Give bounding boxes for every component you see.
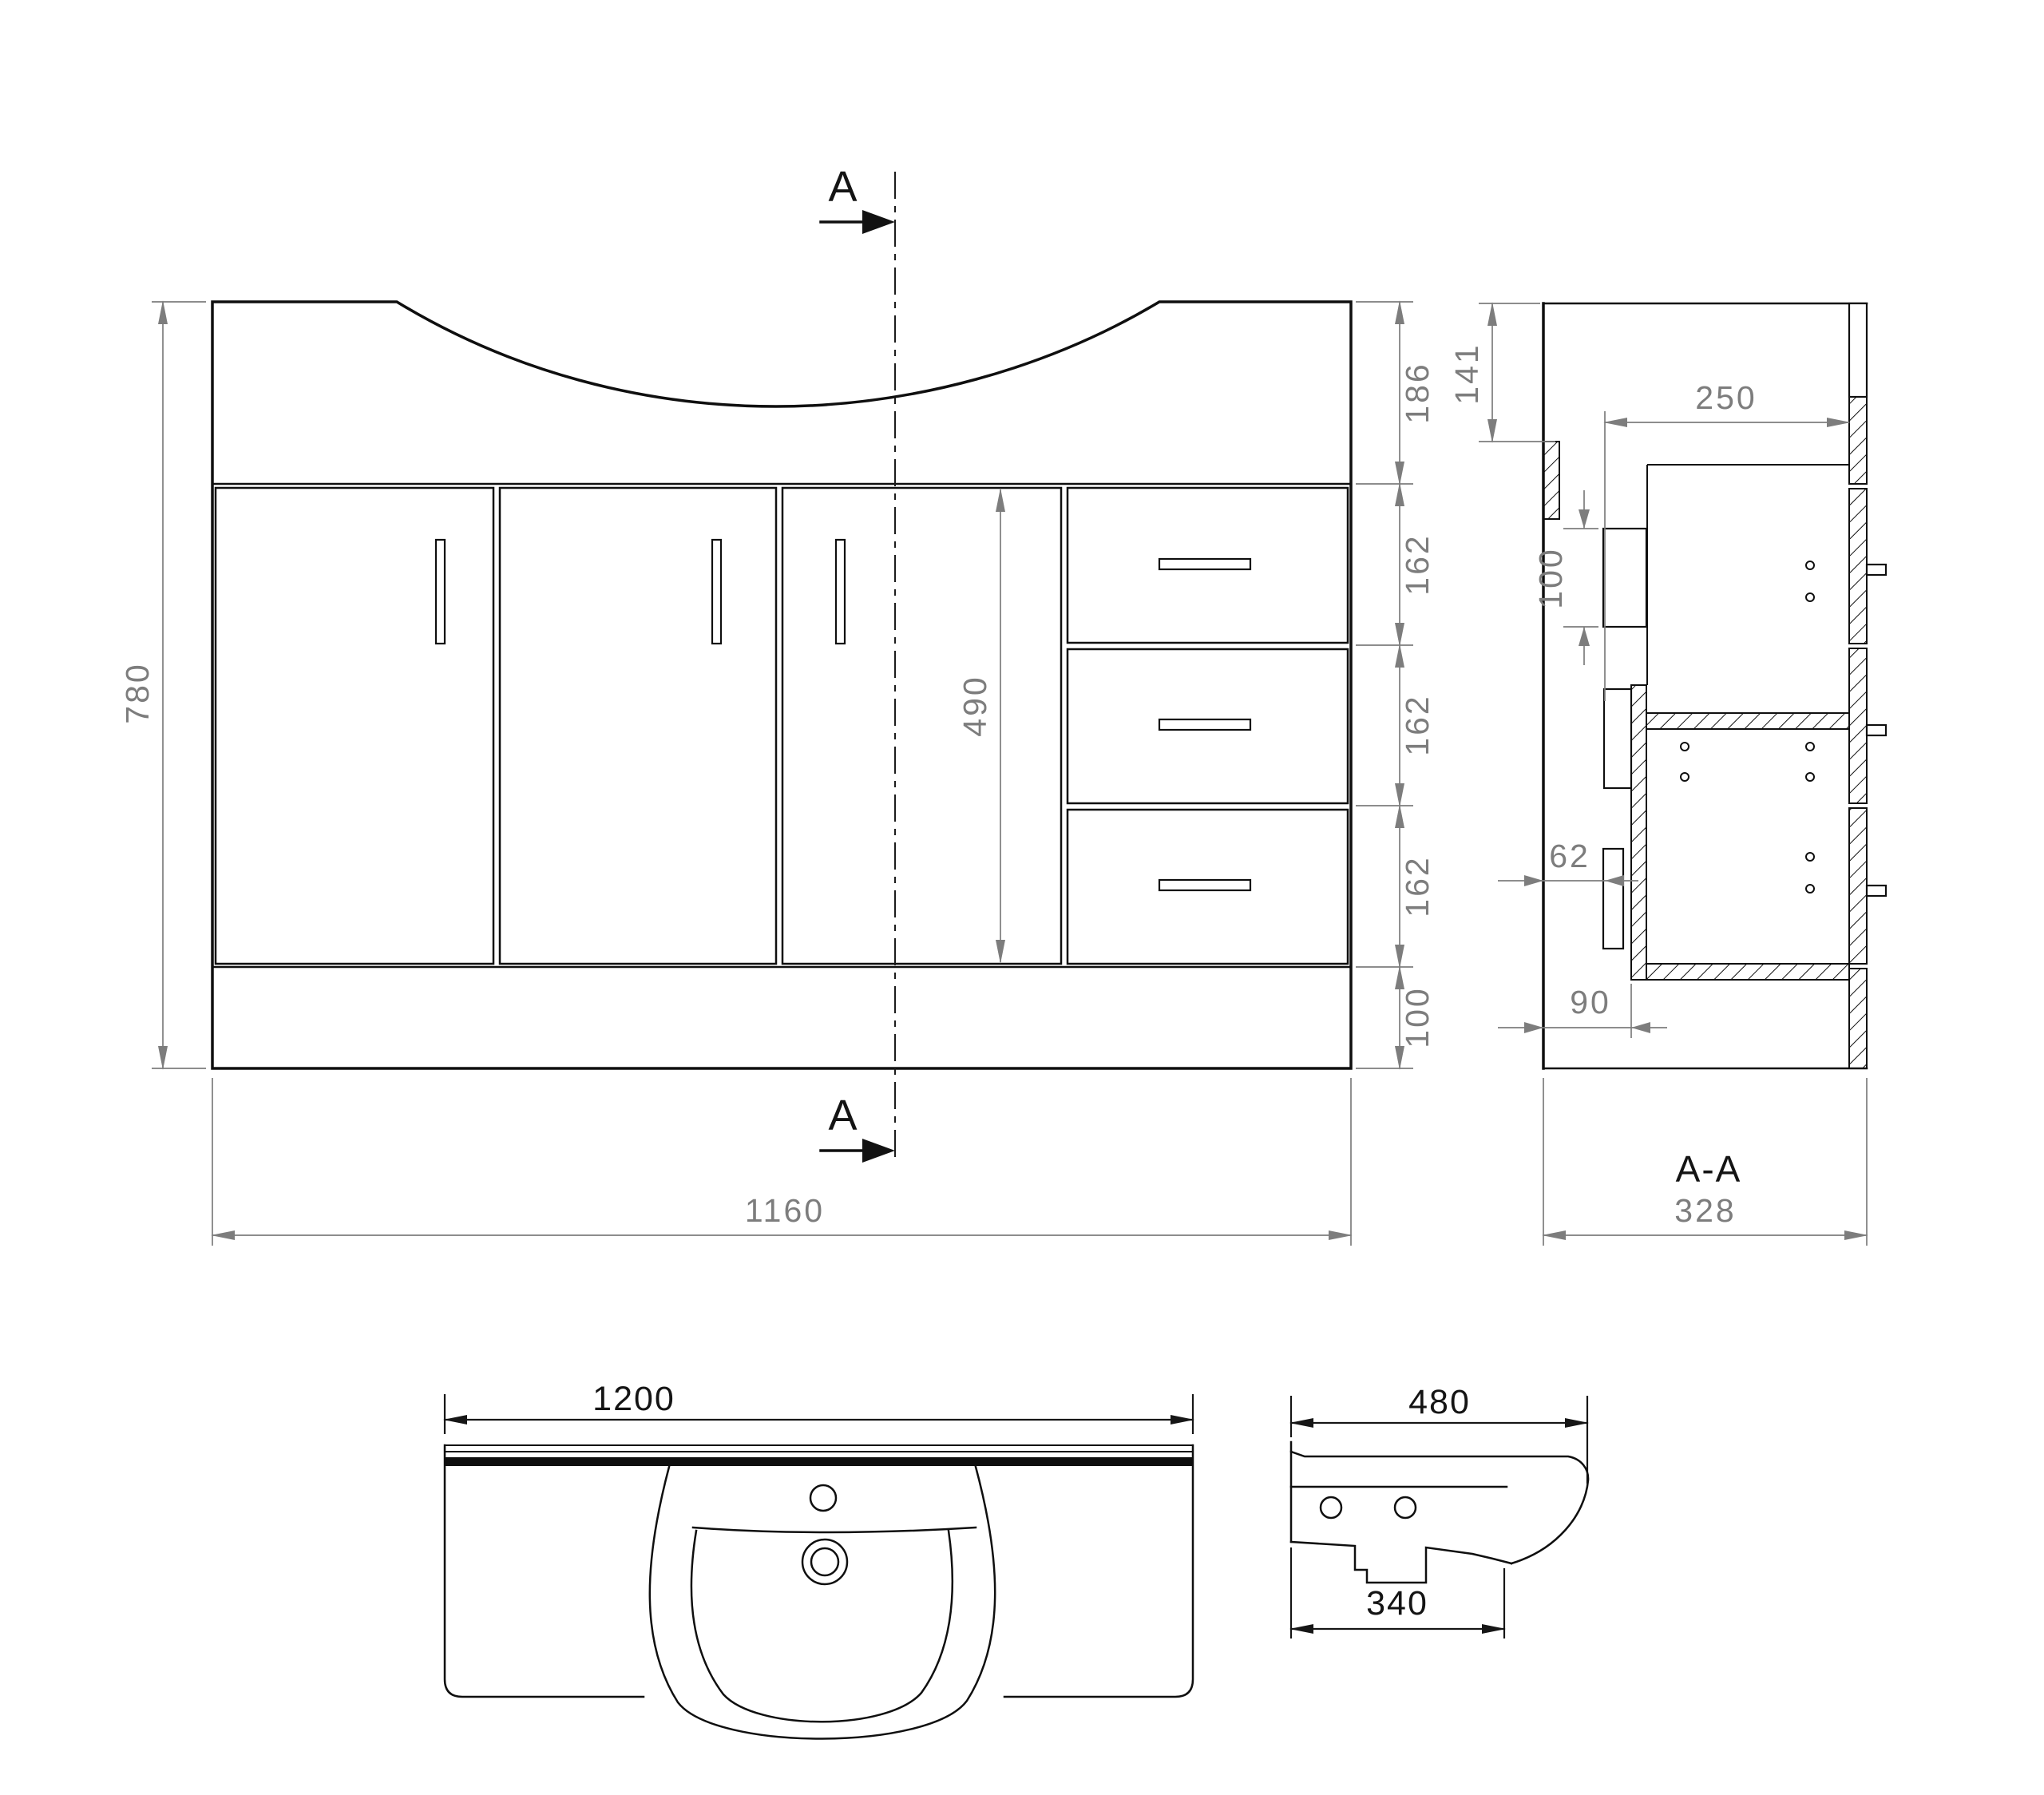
side-drawer2-front-section [1848,648,1868,804]
side-front-top-segment [1848,302,1868,398]
dim-141: 141 [1448,302,1555,443]
side-handle-2 [1865,723,1888,737]
door-1-panel [214,486,495,965]
dim-label-186: 186 [1399,362,1436,423]
dim-label-162-c: 162 [1399,855,1436,917]
dim-label-480: 480 [1408,1383,1471,1421]
dim-1200: 1200 [443,1380,1194,1434]
dim-width-1160: 1160 [211,1078,1353,1246]
bowl-inner-outline [690,1529,954,1723]
base-panel-section [1646,963,1850,981]
door-3-panel [781,486,1063,965]
basin-profile-top [1289,1440,1590,1565]
dim-label-100-side: 100 [1532,547,1569,608]
shelf-section [1646,712,1850,730]
bowl-ledge-line [691,1526,977,1534]
door-3-handle [834,538,846,645]
section-title-aa: A-A [1676,1148,1742,1190]
side-drawer3-front-section [1848,807,1868,965]
dim-label-90: 90 [1570,984,1611,1020]
fixing-hole-2 [1393,1496,1417,1520]
section-marker-bottom: A [819,1092,895,1163]
carcass-partition-section [1630,684,1647,981]
cabinet-outline [211,300,1353,1070]
dim-100-side: 100 [1532,490,1598,665]
section-marker-top: A [819,163,895,234]
counter-left-edge [443,1444,645,1698]
dim-480: 480 [1289,1383,1589,1484]
side-front-apron-section [1848,396,1868,485]
waste-outer [801,1538,849,1586]
runner-block-middle [1602,687,1633,790]
waste-inner [810,1547,840,1577]
dim-340: 340 [1289,1547,1506,1638]
dim-label-250: 250 [1695,379,1757,416]
dim-label-62: 62 [1549,838,1590,874]
side-section-view: 141 250 100 62 [1448,302,1888,1246]
dim-label-141: 141 [1448,343,1485,404]
dim-label-1160: 1160 [745,1192,825,1229]
side-handle-3 [1865,884,1888,898]
dim-label-490: 490 [957,675,993,736]
dim-62: 62 [1498,838,1638,886]
counter-right-edge [1003,1444,1194,1698]
door-2-handle [711,538,723,645]
basin-underside-profile [1289,1540,1513,1584]
dim-label-162-a: 162 [1399,533,1436,595]
side-plinth-front-section [1848,968,1868,1069]
dim-250: 250 [1603,379,1851,701]
basin-plan-view: 1200 [443,1380,1194,1740]
section-label-a-top: A [828,163,858,211]
dim-90: 90 [1498,984,1667,1038]
door-1-handle [434,538,446,645]
dim-label-780: 780 [119,662,156,723]
drawer-1-handle [1158,557,1252,571]
basin-side-view: 480 340 [1289,1383,1590,1638]
runner-block-top [1602,527,1648,628]
dim-label-162-b: 162 [1399,694,1436,755]
dim-label-100-front: 100 [1399,986,1436,1048]
tap-hole [809,1484,838,1512]
dim-height-780: 780 [119,300,206,1070]
side-handle-1 [1865,563,1888,577]
dim-label-328: 328 [1674,1192,1736,1229]
bowl-outer-outline [648,1465,996,1740]
drawer-2-handle [1158,718,1252,731]
door-2-panel [498,486,778,965]
dim-label-340: 340 [1366,1584,1428,1623]
fixing-hole-1 [1319,1496,1343,1520]
dim-door-height-490: 490 [957,488,1005,964]
basin-back-band [445,1457,1193,1466]
drawer-3-handle [1158,878,1252,892]
dim-label-1200: 1200 [592,1380,675,1418]
screw-holes [1680,561,1815,894]
side-drawer1-front-section [1848,488,1868,644]
section-label-a-bottom: A [828,1092,858,1139]
runner-block-bottom [1602,847,1625,950]
dim-328: 328 [1542,1078,1868,1246]
side-back-rail-section [1543,441,1560,520]
front-view: A A 780 186 162 [119,163,1436,1246]
dim-chain-right: 186 162 162 162 100 [1356,300,1436,1070]
